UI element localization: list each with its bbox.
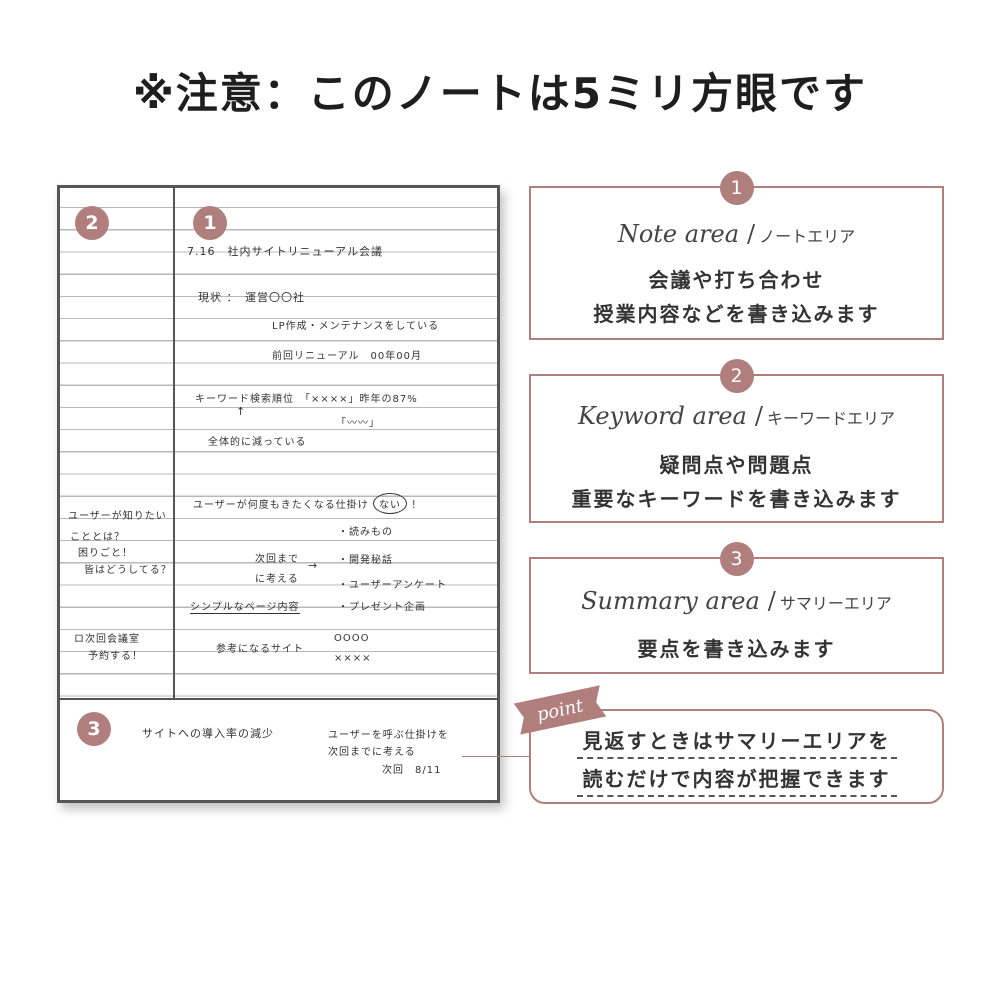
note-bullet: ・プレゼント企画 xyxy=(338,602,426,613)
keyword-line: 困りごと！ xyxy=(78,548,133,559)
note-line: ×××× xyxy=(334,653,372,664)
summary-divider xyxy=(60,698,497,700)
summary-leader-line xyxy=(462,756,531,757)
note-area-box: 1 Note area/ノートエリア 会議や打ち合わせ 授業内容などを書き込みま… xyxy=(529,171,944,340)
note-area-badge: 1 xyxy=(719,171,754,205)
note-bullet: ・読みもの xyxy=(338,527,393,538)
keyword-line: ロ次回会議室 xyxy=(74,634,140,645)
keyword-area-description: 疑問点や問題点 重要なキーワードを書き込みます xyxy=(531,448,942,516)
keyword-line: 予約する！ xyxy=(88,651,143,662)
title-slash: / xyxy=(747,220,756,248)
note-area-title-jp: ノートエリア xyxy=(759,227,856,246)
desc-line: 授業内容などを書き込みます xyxy=(593,302,880,326)
desc-line: 疑問点や問題点 xyxy=(659,453,814,477)
arrow-up-icon: ↑ xyxy=(236,405,247,418)
desc-line: 重要なキーワードを書き込みます xyxy=(571,487,902,511)
point-line: 見返すときはサマリーエリアを xyxy=(531,725,942,759)
note-line: OOOO xyxy=(334,633,370,644)
summary-area-title-en: Summary area xyxy=(581,587,760,615)
note-line: 次回までに考える xyxy=(255,554,299,585)
keyword-area-title: Keyword area/キーワードエリア xyxy=(531,402,942,430)
note-line: 全体的に減っている xyxy=(208,437,307,448)
keyword-line: ユーザーが知りたい xyxy=(68,511,167,522)
keyword-area-box: 2 Keyword area/キーワードエリア 疑問点や問題点 重要なキーワード… xyxy=(529,359,944,523)
point-line: 読むだけで内容が把握できます xyxy=(531,763,942,797)
summary-line: ユーザーを呼ぶ仕掛けを xyxy=(328,730,449,741)
summary-area-badge: 3 xyxy=(719,542,754,576)
note-line: シンプルなページ内容 xyxy=(190,598,300,614)
note-line: 7.16 社内サイトリニューアル会議 xyxy=(187,245,383,258)
note-line: LP作成・メンテナンスをしている xyxy=(272,321,440,332)
headline: ※注意：このノートは5ミリ方眼です xyxy=(132,69,868,118)
note-area-title-en: Note area xyxy=(617,220,740,248)
point-box: 見返すときはサマリーエリアを 読むだけで内容が把握できます xyxy=(529,709,944,804)
note-line: ユーザーが何度もきたくなる仕掛け ない ！ xyxy=(193,493,422,514)
keyword-area-marker: 2 xyxy=(75,206,109,240)
keyword-line: こととは？ xyxy=(70,532,125,543)
summary-line: 次回までに考える xyxy=(328,747,416,758)
keyword-area-title-jp: キーワードエリア xyxy=(766,409,895,428)
keyword-column-divider xyxy=(173,188,175,700)
note-line: 現状 ： 運営〇〇社 xyxy=(198,291,305,304)
note-bullet: ・ユーザーアンケート xyxy=(338,580,447,591)
note-line: 「〰〰」 xyxy=(336,418,380,429)
desc-line: 会議や打ち合わせ xyxy=(648,268,825,292)
point-text: 見返すときはサマリーエリアを xyxy=(576,729,897,759)
note-line: 前回リニューアル 00年00月 xyxy=(272,351,422,362)
desc-line: 要点を書き込みます xyxy=(637,637,836,661)
note-line: キーワード検索順位 「××××」昨年の87% xyxy=(195,394,418,405)
note-bullet: ・開発秘話 xyxy=(338,555,393,566)
notebook-page: 2 1 3 7.16 社内サイトリニューアル会議 現状 ： 運営〇〇社 LP作成… xyxy=(57,185,500,803)
arrow-right-icon: → xyxy=(308,559,319,572)
note-line: 参考になるサイト xyxy=(216,644,304,655)
point-text: 読むだけで内容が把握できます xyxy=(576,767,897,797)
note-area-title: Note area/ノートエリア xyxy=(531,220,942,248)
note-text: ！ xyxy=(411,500,423,511)
summary-line: 次回 8/11 xyxy=(382,765,442,776)
title-slash: / xyxy=(754,402,763,430)
note-area-marker: 1 xyxy=(193,206,227,240)
summary-area-title: Summary area/サマリーエリア xyxy=(531,587,942,615)
keyword-area-title-en: Keyword area xyxy=(578,402,747,430)
ruled-lines xyxy=(60,188,497,700)
summary-area-box: 3 Summary area/サマリーエリア 要点を書き込みます xyxy=(529,542,944,674)
note-text: ユーザーが何度もきたくなる仕掛け xyxy=(193,500,369,511)
summary-area-marker: 3 xyxy=(77,712,111,746)
summary-area-description: 要点を書き込みます xyxy=(531,632,942,666)
summary-line: サイトへの導入率の減少 xyxy=(142,727,274,740)
summary-area-title-jp: サマリーエリア xyxy=(779,594,892,613)
title-slash: / xyxy=(767,587,776,615)
keyword-area-badge: 2 xyxy=(719,359,754,393)
keyword-line: 皆はどうしてる？ xyxy=(84,565,172,576)
circled-word: ない xyxy=(373,493,407,514)
note-area-description: 会議や打ち合わせ 授業内容などを書き込みます xyxy=(531,263,942,331)
